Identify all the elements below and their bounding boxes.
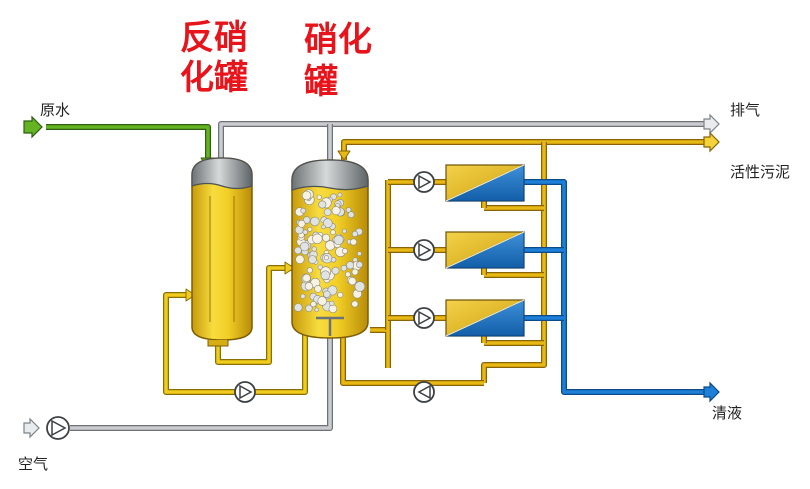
- bubble: [356, 261, 363, 269]
- denitrification-tank: [191, 157, 253, 347]
- raw-water-label: 原水: [40, 101, 71, 119]
- bubble: [300, 207, 307, 214]
- bubble: [312, 233, 323, 245]
- raw-water-pipe: [46, 124, 216, 169]
- bubble: [351, 268, 359, 276]
- bubble: [322, 218, 333, 228]
- bubble: [323, 290, 331, 298]
- bubble: [325, 240, 336, 251]
- bubble: [341, 248, 348, 255]
- membrane-module-3: [445, 299, 525, 337]
- nitrification-tank-title-line2: 罐: [304, 62, 338, 102]
- bubble: [330, 229, 336, 236]
- nitrification-tank-title-line1: 硝化: [304, 20, 372, 60]
- bubble: [340, 264, 348, 272]
- bubble: [356, 251, 362, 257]
- bubble: [314, 307, 320, 313]
- aeration-bubbles: [293, 189, 366, 314]
- sludge-return-pump-icon: [413, 381, 435, 403]
- exhaust-label: 排气: [730, 101, 761, 119]
- bubble: [351, 300, 359, 308]
- sludge-arrow-icon: [703, 131, 720, 153]
- bubble: [316, 194, 322, 200]
- clear-liquid-label: 清液: [712, 404, 743, 422]
- bubble: [333, 235, 344, 246]
- recirculation-pump-icon: [234, 381, 256, 403]
- bubble: [341, 228, 347, 234]
- sludge-return-pipe: [337, 139, 704, 386]
- bubble: [329, 300, 335, 307]
- bubble: [314, 284, 322, 293]
- bubble: [318, 200, 327, 209]
- bubble: [331, 266, 340, 275]
- membrane-feed-pump-1-icon: [413, 171, 435, 193]
- bubble: [310, 301, 317, 308]
- membrane-feed-pump-2-icon: [413, 239, 435, 261]
- bubble: [317, 264, 323, 270]
- bubble: [351, 230, 359, 238]
- bubble: [328, 304, 338, 314]
- nitrification-tank: [291, 159, 369, 339]
- clear-liquid-arrow-icon: [703, 381, 720, 403]
- bubble: [307, 226, 313, 232]
- bubble: [347, 211, 355, 219]
- recirculation-pipe: [163, 261, 308, 395]
- bubble: [337, 192, 343, 198]
- bubble: [323, 208, 332, 216]
- bubble: [317, 296, 327, 306]
- activated-sludge-label: 活性污泥: [730, 163, 791, 181]
- bubble: [293, 303, 303, 312]
- bubble: [299, 241, 310, 252]
- bubble: [306, 267, 313, 274]
- bubble: [330, 257, 337, 263]
- bubble: [297, 219, 306, 228]
- bubble: [302, 273, 311, 283]
- bubble: [303, 216, 311, 224]
- clear-liquid-pipe: [524, 179, 704, 395]
- air-pipe: [70, 335, 333, 431]
- exhaust-pipe: [218, 121, 704, 170]
- membrane-feed-pipe: [370, 179, 446, 368]
- bubble: [301, 190, 312, 201]
- air-arrow-icon: [23, 417, 40, 439]
- bubble: [304, 282, 314, 291]
- air-blower-icon: [46, 416, 70, 440]
- raw-water-arrow-icon: [23, 115, 43, 139]
- bubble: [300, 293, 306, 299]
- bubble: [320, 270, 331, 281]
- bubble: [311, 246, 317, 252]
- bubble: [344, 271, 351, 278]
- bubble: [310, 216, 320, 227]
- bubble: [305, 304, 313, 312]
- bubble: [323, 255, 329, 261]
- bubble: [348, 277, 357, 286]
- bubble: [337, 291, 344, 298]
- bubble: [322, 233, 331, 242]
- exhaust-arrow-icon: [703, 113, 720, 135]
- denitrification-tank-title-line2: 化罐: [180, 58, 248, 98]
- bubble: [308, 255, 317, 264]
- membrane-module-1: [445, 164, 525, 202]
- membrane-module-2: [445, 231, 525, 269]
- bubble: [331, 206, 341, 216]
- bubble: [321, 224, 326, 230]
- bubble: [295, 254, 305, 264]
- bubble: [302, 229, 308, 235]
- air-label: 空气: [18, 455, 49, 473]
- bubble: [354, 281, 366, 292]
- denitrification-tank-title-line1: 反硝: [180, 18, 248, 58]
- bubble: [346, 261, 355, 270]
- membrane-feed-pump-3-icon: [413, 307, 435, 329]
- bubble: [349, 238, 357, 246]
